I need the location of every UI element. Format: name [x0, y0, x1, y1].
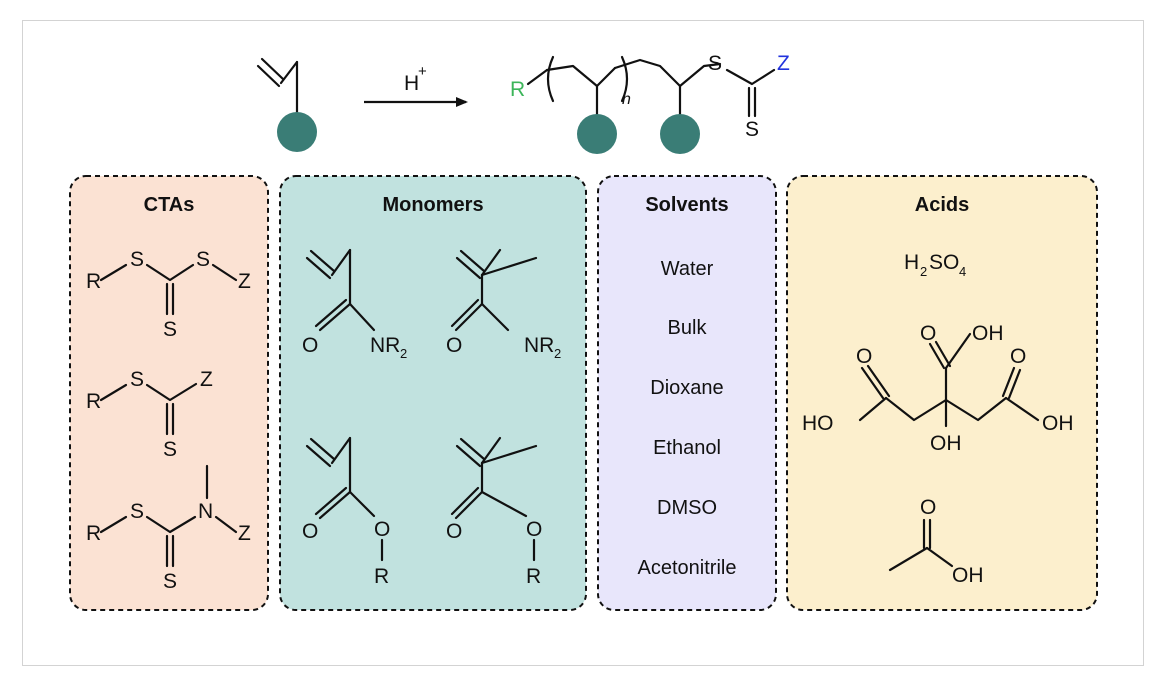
solvent-item: Ethanol	[653, 437, 721, 459]
reaction-arrow: H +	[364, 63, 468, 107]
svg-text:O: O	[920, 496, 936, 519]
svg-text:O: O	[856, 345, 872, 368]
svg-text:O: O	[920, 322, 936, 345]
svg-text:R: R	[86, 270, 101, 293]
svg-text:OH: OH	[930, 432, 962, 455]
cta-trithiocarbonate: R S S Z S	[86, 248, 251, 341]
acid-sulfuric: H 2 SO 4	[904, 251, 966, 279]
svg-text:OH: OH	[972, 322, 1004, 345]
svg-text:O: O	[1010, 345, 1026, 368]
svg-text:R: R	[526, 565, 541, 588]
solvent-item: Water	[661, 258, 714, 280]
solvent-item: Acetonitrile	[638, 557, 737, 579]
svg-text:O: O	[302, 334, 318, 357]
panel-title: Solvents	[645, 194, 728, 216]
svg-text:2: 2	[554, 346, 561, 361]
svg-text:S: S	[130, 248, 144, 271]
svg-text:R: R	[86, 390, 101, 413]
monomer-acrylate: O O R	[302, 436, 390, 588]
svg-text:S: S	[130, 368, 144, 391]
svg-text:O: O	[446, 520, 462, 543]
panel-title: Monomers	[382, 194, 483, 216]
catalyst-charge: +	[418, 63, 427, 80]
substituent-dot	[660, 114, 700, 154]
solvent-item: DMSO	[657, 497, 717, 519]
svg-text:S: S	[130, 500, 144, 523]
svg-text:2: 2	[920, 264, 927, 279]
solvent-item: Bulk	[668, 317, 708, 339]
svg-text:SO: SO	[929, 251, 959, 274]
svg-text:S: S	[196, 248, 210, 271]
end-group-r: R	[510, 78, 525, 101]
thione-s: S	[745, 118, 759, 141]
acid-acetic: O OH	[888, 496, 984, 587]
monomer-vinyl	[256, 57, 317, 152]
monomer-methacrylamide: O NR 2	[446, 248, 561, 361]
solvent-item: Dioxane	[650, 377, 723, 399]
panel-ctas: CTAs R S S Z S R S Z S R S	[69, 175, 269, 611]
thioether-s: S	[708, 52, 722, 75]
svg-text:S: S	[163, 438, 177, 461]
svg-text:S: S	[163, 570, 177, 593]
svg-text:OH: OH	[952, 564, 984, 587]
panel-solvents: Solvents Water Bulk Dioxane Ethanol DMSO…	[597, 175, 777, 611]
svg-text:O: O	[526, 518, 542, 541]
monomer-acrylamide: O NR 2	[302, 248, 407, 361]
cta-dithiocarbamate: R S N Z S	[86, 464, 251, 593]
svg-text:Z: Z	[238, 270, 251, 293]
svg-text:N: N	[198, 500, 213, 523]
svg-text:2: 2	[400, 346, 407, 361]
panel-title: CTAs	[144, 194, 195, 216]
svg-text:H: H	[904, 251, 919, 274]
svg-text:NR: NR	[370, 334, 400, 357]
svg-text:R: R	[374, 565, 389, 588]
svg-text:4: 4	[959, 264, 966, 279]
svg-text:O: O	[302, 520, 318, 543]
substituent-dot	[577, 114, 617, 154]
repeat-n: n	[622, 91, 631, 108]
panel-title: Acids	[915, 194, 969, 216]
svg-text:O: O	[374, 518, 390, 541]
svg-text:R: R	[86, 522, 101, 545]
substituent-dot	[277, 112, 317, 152]
panel-acids: Acids H 2 SO 4 O OH O O HO OH OH	[786, 175, 1098, 611]
polymer-product: R n S S Z	[510, 52, 790, 154]
svg-text:O: O	[446, 334, 462, 357]
svg-text:S: S	[163, 318, 177, 341]
figure-frame	[22, 20, 1144, 666]
svg-text:Z: Z	[200, 368, 213, 391]
svg-text:HO: HO	[802, 412, 834, 435]
svg-text:Z: Z	[238, 522, 251, 545]
acid-citric: O OH O O HO OH OH	[802, 322, 1074, 455]
panel-monomers: Monomers O NR 2 O NR 2	[279, 175, 587, 611]
catalyst-label: H	[404, 72, 419, 95]
end-group-z: Z	[777, 52, 790, 75]
svg-text:NR: NR	[524, 334, 554, 357]
svg-text:OH: OH	[1042, 412, 1074, 435]
monomer-methacrylate: O O R	[446, 436, 542, 588]
cta-dithioester: R S Z S	[86, 368, 213, 461]
